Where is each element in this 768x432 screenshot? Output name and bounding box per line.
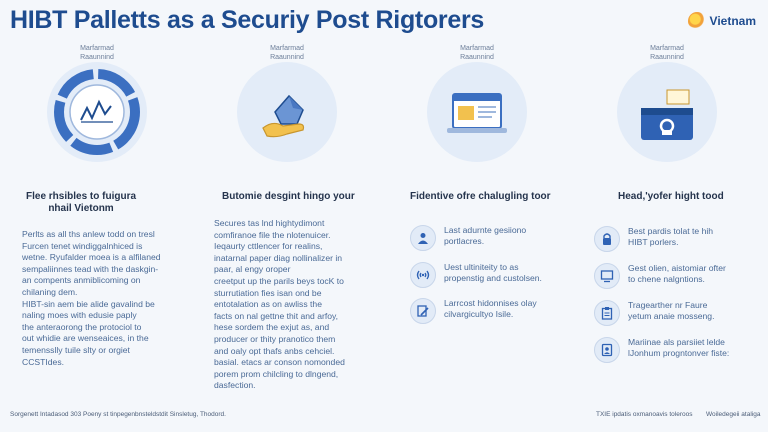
document-laptop-icon [447,93,507,133]
monitor-icon [594,263,620,289]
brand-label: Vietnam [709,14,756,28]
footer-left: Sorgenett Intadasod 303 Poeny st tinpege… [10,411,226,418]
column-title: Fidentive ofre chalugling toor [410,191,551,202]
page-title: HIBT Palletts as a Securiy Post Rigtorer… [10,6,484,34]
person-icon [410,225,436,251]
id-badge-icon [594,337,620,363]
signal-waves-icon [410,262,436,288]
clipboard-icon [594,300,620,326]
footer-mid: TXIE ipdatis oxmanoavis toleroos [596,411,693,418]
edit-document-icon [410,298,436,324]
chart-gauge-icon [54,69,140,155]
column-title: Butomie desgint hingo your [222,191,355,202]
sun-logo-icon [687,12,706,30]
column-title: Head,'yofer hight tood [618,191,724,202]
column-title: Flee rhsibles to fuigura nhail Vietonm [26,191,137,214]
hand-house-icon [262,94,305,138]
secure-box-icon [641,89,693,140]
padlock-icon [594,226,620,252]
footer-right: Woiledegeii ataliga [706,411,761,418]
brand: Vietnam [687,12,756,30]
